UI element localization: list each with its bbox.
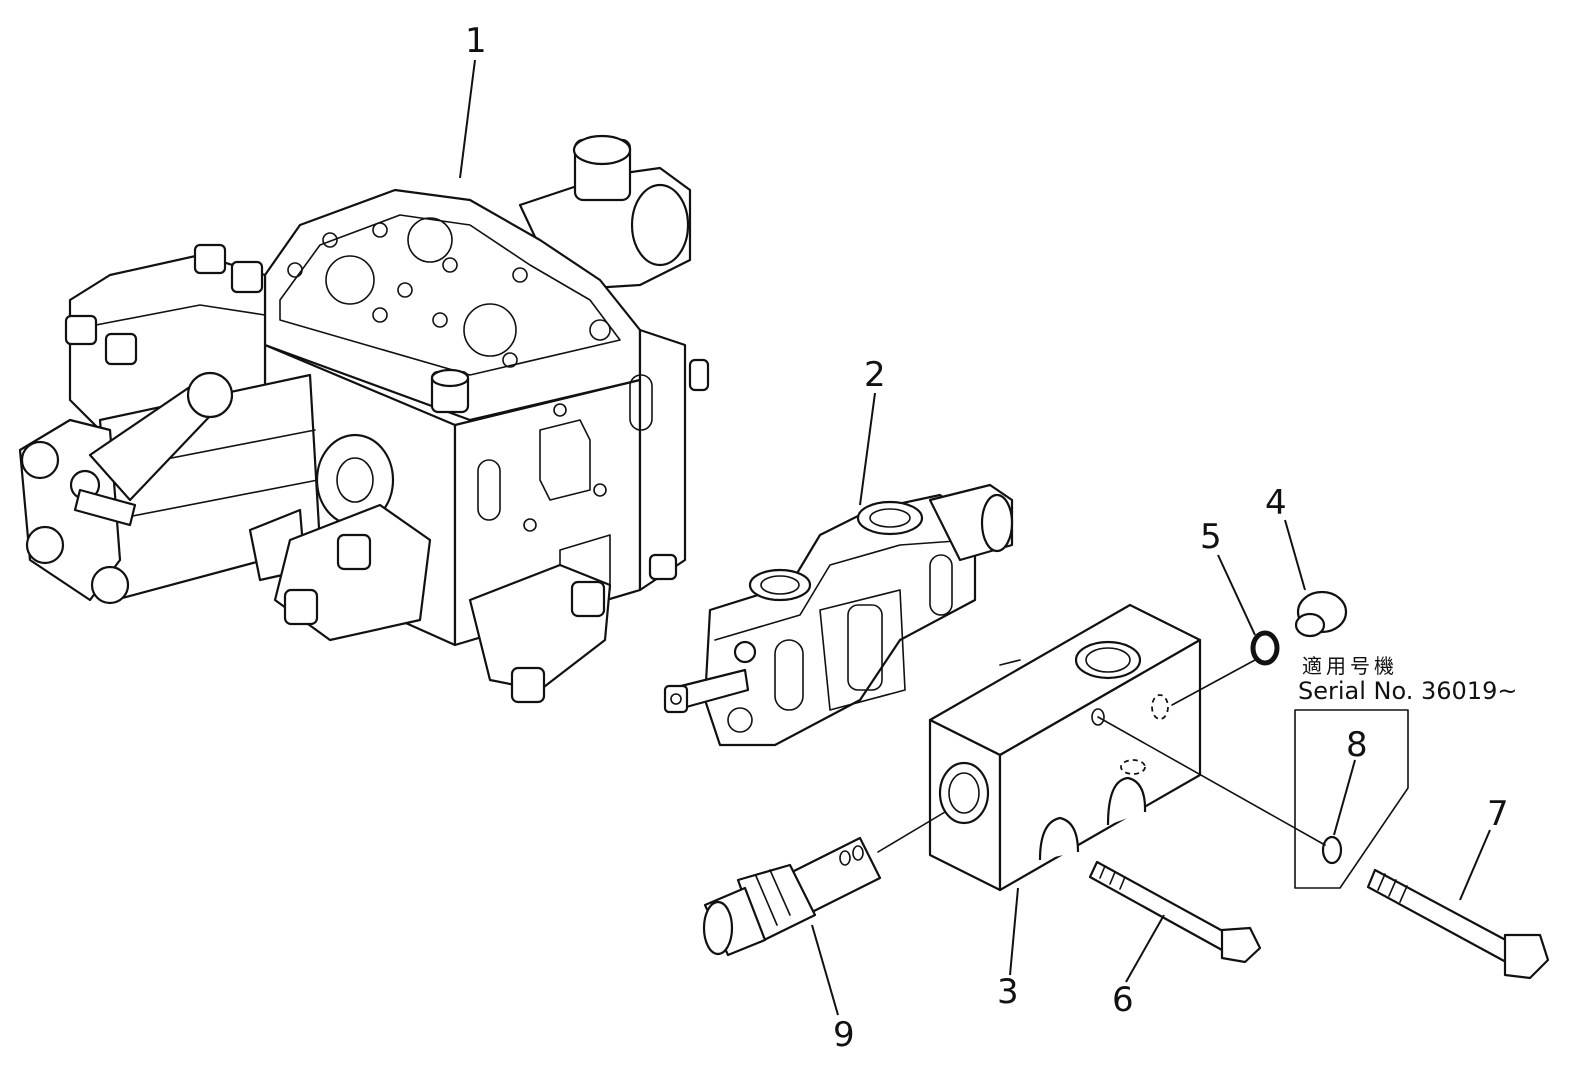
part-5-o-ring [1250,630,1280,666]
callout-5: 5 [1200,517,1222,557]
callout-1: 1 [465,21,487,61]
callout-8: 8 [1346,725,1368,765]
applicability-note-title: 適用号機 [1302,654,1398,678]
part-3-valve-block [928,603,1202,892]
callout-leaders [459,59,1491,1016]
part-1-control-valve-assembly [18,134,710,704]
part-2-valve-section [663,483,1014,747]
part-4-plug [1294,590,1348,638]
callout-4: 4 [1265,483,1287,523]
assembly-guide-lines [877,659,1326,853]
part-8-o-ring-bracket [1294,709,1409,889]
part-9-relief-cartridge [702,836,882,957]
callout-9: 9 [833,1015,855,1055]
callout-2: 2 [864,355,886,395]
applicability-note-serial: Serial No. 36019~ [1298,677,1518,705]
callout-6: 6 [1112,980,1134,1020]
part-6-bolt [1088,860,1262,964]
callout-7: 7 [1487,794,1509,834]
callout-3: 3 [997,972,1019,1012]
part-7-bolt [1366,868,1550,980]
